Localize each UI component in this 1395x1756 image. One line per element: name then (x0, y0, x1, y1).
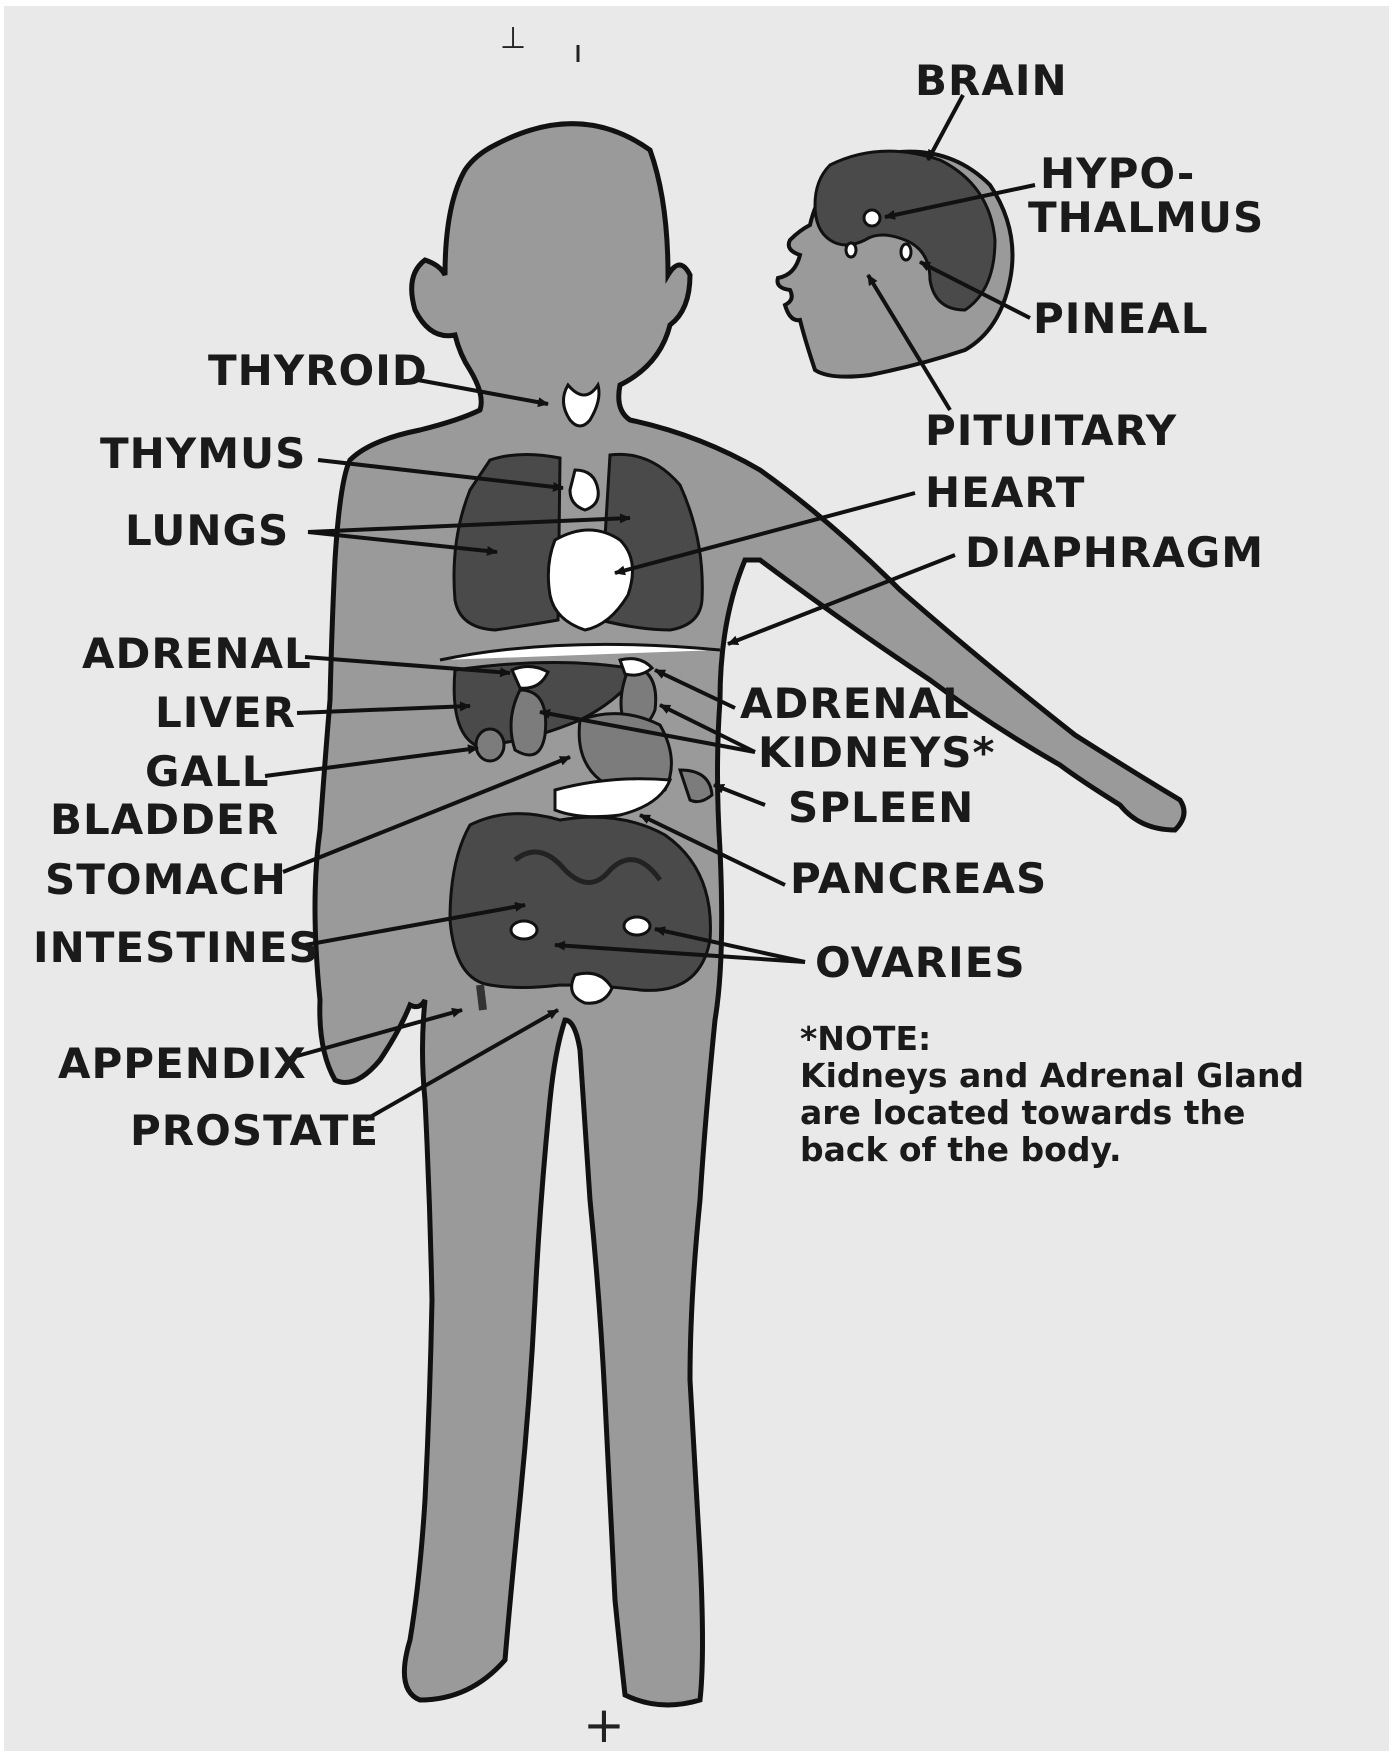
note-line-1: Kidneys and Adrenal Gland (800, 1056, 1304, 1095)
intestines-shape (450, 814, 710, 991)
gallbladder-shape (476, 729, 504, 761)
label-heart: HEART (925, 468, 1085, 517)
label-prostate: PROSTATE (130, 1106, 379, 1155)
ptr-spleen (714, 785, 765, 805)
label-brain: BRAIN (915, 56, 1068, 105)
label-bladder: BLADDER (50, 795, 279, 844)
note-line-3: back of the body. (800, 1130, 1121, 1169)
top-mark: ⊥ (500, 21, 526, 56)
label-adrenal-left: ADRENAL (82, 629, 312, 678)
label-thymus: THYMUS (100, 429, 306, 478)
ovary-right (624, 917, 650, 935)
kidney-left (511, 690, 546, 755)
label-thyroid: THYROID (208, 346, 428, 395)
label-appendix: APPENDIX (58, 1039, 307, 1088)
note-line-2: are located towards the (800, 1093, 1245, 1132)
hypothalamus-dot (864, 210, 880, 226)
label-ovaries: OVARIES (815, 938, 1026, 987)
ovary-left (511, 921, 537, 939)
label-hypothalamus-2: THALMUS (1028, 193, 1264, 242)
label-spleen: SPLEEN (788, 783, 974, 832)
label-stomach: STOMACH (45, 855, 287, 904)
note-title: *NOTE: (800, 1019, 931, 1058)
label-kidneys: KIDNEYS* (758, 728, 996, 777)
note-block: *NOTE: Kidneys and Adrenal Gland are loc… (800, 1019, 1304, 1169)
head-profile (778, 151, 1013, 377)
label-diaphragm: DIAPHRAGM (965, 528, 1264, 577)
label-pineal: PINEAL (1033, 294, 1209, 343)
pituitary-dot (846, 243, 856, 257)
label-gall: GALL (145, 747, 270, 796)
body-silhouette (315, 124, 1184, 1705)
label-intestines: INTESTINES (33, 923, 320, 972)
label-adrenal-right: ADRENAL (740, 679, 970, 728)
label-pituitary: PITUITARY (925, 406, 1177, 455)
label-lungs: LUNGS (125, 506, 289, 555)
label-liver: LIVER (155, 688, 296, 737)
pineal-dot (901, 244, 911, 260)
bottom-mark: + (583, 1696, 625, 1754)
label-pancreas: PANCREAS (790, 854, 1047, 903)
label-hypothalamus-1: HYPO- (1040, 149, 1195, 198)
appendix-shape (480, 985, 483, 1010)
